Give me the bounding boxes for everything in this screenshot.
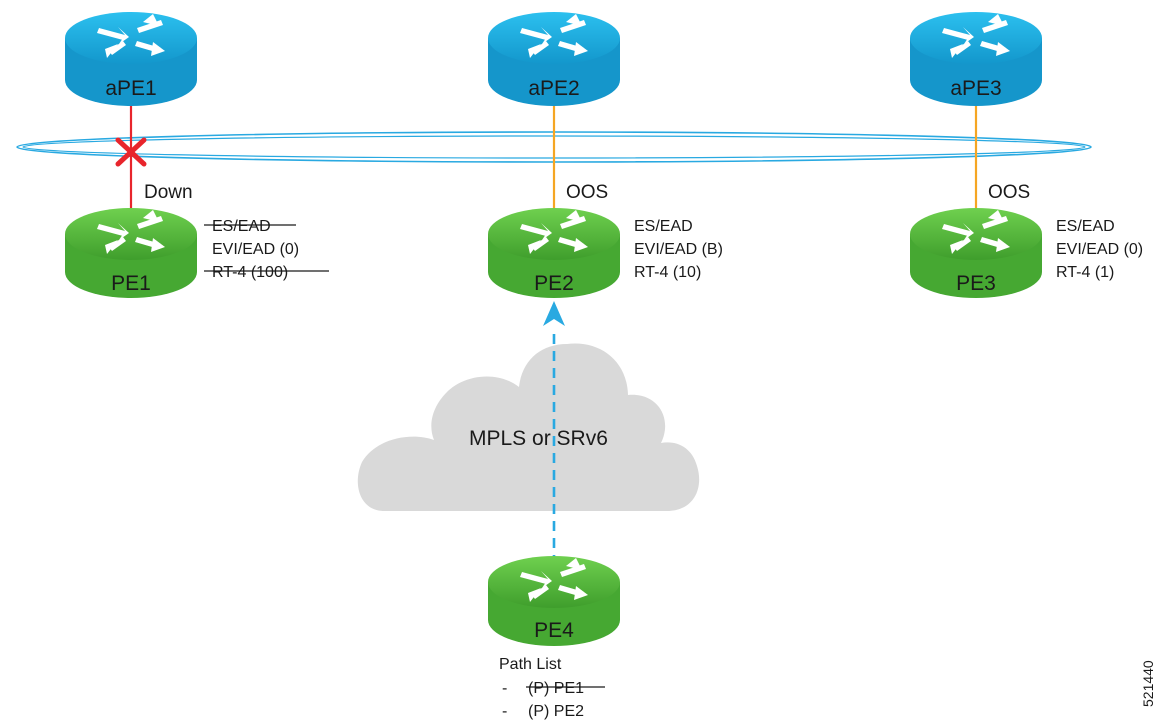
router-label: PE3 — [956, 272, 996, 295]
path-list-title: Path List — [499, 656, 562, 673]
router-label: aPE3 — [950, 77, 1001, 100]
pe1-rt4: RT-4 (100) — [212, 264, 288, 281]
pe1-link-status: Down — [144, 182, 193, 203]
mpls-cloud: MPLS or SRv6 — [357, 343, 700, 511]
pe1-es-ead: ES/EAD — [212, 218, 271, 235]
pe1-evi-ead: EVI/EAD (0) — [212, 241, 299, 258]
router-pe2[interactable]: PE2 — [488, 208, 620, 298]
router-label: PE4 — [534, 619, 574, 642]
router-ape2[interactable]: aPE2 — [488, 12, 620, 106]
router-pe4[interactable]: PE4 — [488, 556, 620, 646]
router-pe3[interactable]: PE3 — [910, 208, 1042, 298]
path-list-item-pe1: (P) PE1 — [528, 680, 584, 697]
path-list: Path List - (P) PE1 - (P) PE2 — [499, 656, 605, 720]
path-list-bullet: - — [502, 680, 507, 697]
pe1-route-info: ES/EAD EVI/EAD (0) RT-4 (100) — [204, 218, 329, 281]
pe3-route-info: ES/EAD EVI/EAD (0) RT-4 (1) — [1056, 218, 1143, 281]
cloud-label: MPLS or SRv6 — [469, 427, 608, 450]
path-list-item-pe2: (P) PE2 — [528, 703, 584, 720]
pe3-es-ead: ES/EAD — [1056, 218, 1115, 235]
pe3-rt4: RT-4 (1) — [1056, 264, 1114, 281]
pe3-link-status: OOS — [988, 182, 1030, 203]
pe2-link-status: OOS — [566, 182, 608, 203]
pe2-evi-ead: EVI/EAD (B) — [634, 241, 723, 258]
router-label: PE1 — [111, 272, 151, 295]
pe2-route-info: ES/EAD EVI/EAD (B) RT-4 (10) — [634, 218, 723, 281]
pe3-evi-ead: EVI/EAD (0) — [1056, 241, 1143, 258]
router-ape1[interactable]: aPE1 — [65, 12, 197, 106]
router-label: PE2 — [534, 272, 574, 295]
router-label: aPE1 — [105, 77, 156, 100]
pe2-es-ead: ES/EAD — [634, 218, 693, 235]
pe2-rt4: RT-4 (10) — [634, 264, 701, 281]
path-arrowhead-icon — [543, 301, 565, 326]
router-pe1[interactable]: PE1 — [65, 208, 197, 298]
figure-id: 521440 — [1140, 660, 1156, 707]
router-label: aPE2 — [528, 77, 579, 100]
path-list-bullet: - — [502, 703, 507, 720]
link-down-x-icon — [115, 137, 147, 167]
router-ape3[interactable]: aPE3 — [910, 12, 1042, 106]
